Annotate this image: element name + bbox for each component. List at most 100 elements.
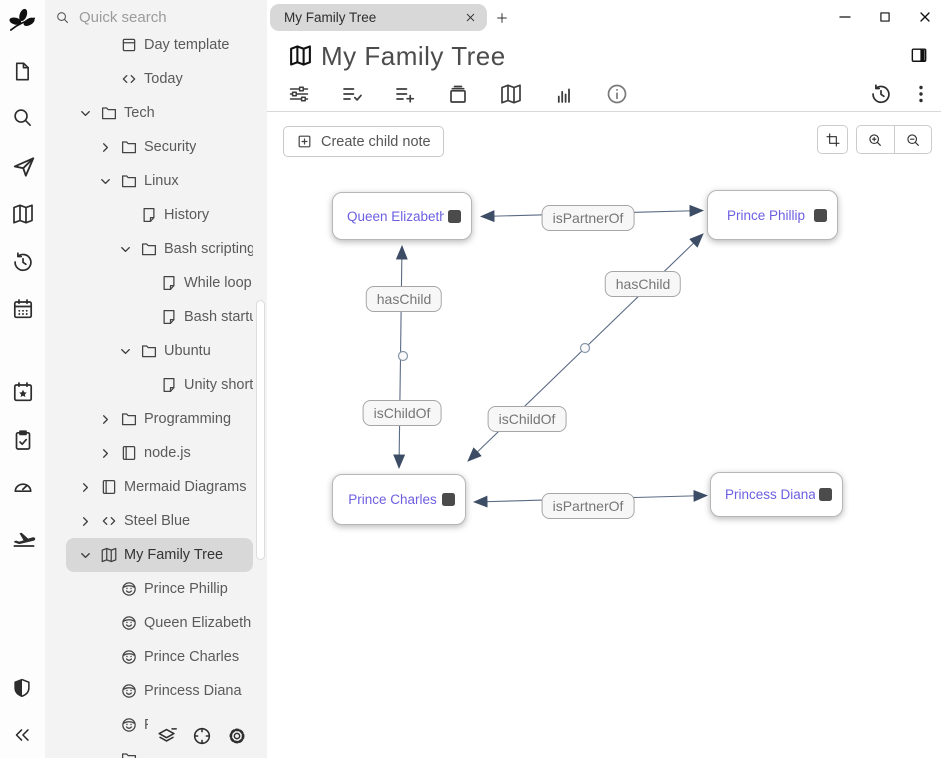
ribbon-right <box>869 82 933 106</box>
face-icon <box>120 614 138 632</box>
chevron-down-icon[interactable] <box>118 242 133 257</box>
chevron-down-icon[interactable] <box>118 344 133 359</box>
tab-close-icon[interactable] <box>464 11 477 24</box>
chevron-right-icon[interactable] <box>78 480 93 495</box>
scroll-to-active-note-icon[interactable] <box>191 725 213 747</box>
map-node-prince-phillip[interactable]: Prince Phillip <box>707 190 838 240</box>
node-link[interactable]: Princess Diana <box>725 487 815 502</box>
collapse-pane-icon[interactable] <box>11 724 33 746</box>
chevron-down-icon[interactable] <box>78 106 93 121</box>
tree-item-node-js[interactable]: node.js <box>86 436 253 470</box>
chevron-spacer <box>98 582 113 597</box>
edge-label-ischildof[interactable]: isChildOf <box>487 406 567 432</box>
zoom-out-button[interactable] <box>893 126 932 153</box>
chevron-right-icon[interactable] <box>98 140 113 155</box>
task-list-icon[interactable] <box>11 428 35 452</box>
split-pane-icon[interactable] <box>909 45 929 65</box>
tree-item-history[interactable]: History <box>106 198 253 232</box>
node-drag-handle[interactable] <box>819 488 832 501</box>
map-node-princess-diana[interactable]: Princess Diana <box>710 472 843 517</box>
chevron-right-icon[interactable] <box>78 514 93 529</box>
tree-item-prince-charles[interactable]: Prince Charles <box>86 640 253 674</box>
quick-search-input[interactable] <box>79 8 229 26</box>
maximize-button[interactable] <box>878 10 892 24</box>
search-icon[interactable] <box>11 106 34 129</box>
tree-item-linux[interactable]: Linux <box>86 164 253 198</box>
tree-item-queen-elizabeth[interactable]: Queen Elizabeth <box>86 606 253 640</box>
jump-to-note-icon[interactable] <box>11 154 37 180</box>
owned-attributes-icon[interactable] <box>340 82 364 106</box>
book-icon <box>100 478 118 496</box>
close-button[interactable] <box>917 9 933 25</box>
edge-label-ischildof[interactable]: isChildOf <box>362 400 442 426</box>
recent-changes-icon[interactable] <box>11 250 35 274</box>
note-revisions-icon[interactable] <box>869 82 893 106</box>
similar-notes-icon[interactable] <box>552 82 576 106</box>
node-link[interactable]: Queen Elizabeth II <box>347 208 444 224</box>
basic-properties-icon[interactable] <box>287 82 311 106</box>
edge-label-haschild[interactable]: hasChild <box>365 286 443 312</box>
note-map-icon[interactable] <box>11 202 35 226</box>
tree-item-unity-short[interactable]: Unity short <box>126 368 253 402</box>
note-info-icon[interactable] <box>605 82 629 106</box>
bookmarks-icon[interactable] <box>11 380 35 404</box>
reset-pan-zoom-button[interactable] <box>817 125 848 154</box>
chevron-right-icon[interactable] <box>98 412 113 427</box>
minimize-button[interactable] <box>837 9 853 25</box>
tree-item-programming[interactable]: Programming <box>86 402 253 436</box>
quick-search[interactable] <box>45 0 267 34</box>
new-note-icon[interactable] <box>11 60 34 83</box>
chevron-spacer <box>138 310 153 325</box>
tree-item-day-template[interactable]: Day template <box>86 28 253 62</box>
chevron-right-icon[interactable] <box>98 446 113 461</box>
tree-scrollbar[interactable] <box>256 300 265 560</box>
tree-item-label: Linux <box>144 173 179 189</box>
tree-item-ubuntu[interactable]: Ubuntu <box>106 334 253 368</box>
relation-map-canvas[interactable]: Create child note <box>267 112 941 758</box>
promoted-attributes-icon[interactable] <box>393 82 417 106</box>
calendar-icon[interactable] <box>11 297 35 321</box>
protected-session-icon[interactable] <box>11 677 33 699</box>
create-child-note-button[interactable]: Create child note <box>283 126 444 157</box>
edge-label-haschild[interactable]: hasChild <box>604 271 682 297</box>
tree-item-my-family-tree[interactable]: My Family Tree <box>66 538 253 572</box>
map-node-queen-elizabeth-ii[interactable]: Queen Elizabeth II <box>332 192 472 240</box>
node-drag-handle[interactable] <box>814 208 827 222</box>
settings-gear-icon[interactable] <box>226 725 248 747</box>
edge-label-ispartnerof[interactable]: isPartnerOf <box>541 493 635 519</box>
note-map-icon[interactable] <box>499 82 523 106</box>
note-tree-panel: Day templateTodayTechSecurityLinuxHistor… <box>45 0 267 758</box>
edge-midpoint-handle[interactable] <box>397 350 409 362</box>
node-drag-handle[interactable] <box>442 493 455 506</box>
dashboard-icon[interactable] <box>11 476 35 500</box>
note-paths-icon[interactable] <box>446 82 470 106</box>
tree-item-security[interactable]: Security <box>86 130 253 164</box>
tree-item-prince-phillip[interactable]: Prince Phillip <box>86 572 253 606</box>
map-node-prince-charles[interactable]: Prince Charles <box>332 474 466 525</box>
edge-midpoint-handle[interactable] <box>579 342 591 354</box>
chevron-spacer <box>98 684 113 699</box>
edge-label-ispartnerof[interactable]: isPartnerOf <box>541 205 635 231</box>
node-link[interactable]: Prince Phillip <box>726 207 806 223</box>
tree-item-while-loop[interactable]: While loop <box>126 266 253 300</box>
travel-icon[interactable] <box>11 525 37 551</box>
options-kebab-icon[interactable] <box>909 82 933 106</box>
tree-item-steel-blue[interactable]: Steel Blue <box>66 504 253 538</box>
new-tab-button[interactable] <box>495 11 509 25</box>
tree-item-label: Tech <box>124 105 155 121</box>
collapse-subtree-icon[interactable] <box>156 725 178 747</box>
page-title[interactable]: My Family Tree <box>321 41 506 71</box>
tree-item-mermaid-diagrams[interactable]: Mermaid Diagrams <box>66 470 253 504</box>
node-drag-handle[interactable] <box>448 209 461 223</box>
tab-my-family-tree[interactable]: My Family Tree <box>270 4 487 31</box>
tree-item-bash-scripting[interactable]: Bash scripting <box>106 232 253 266</box>
tree-item-today[interactable]: Today <box>86 62 253 96</box>
chevron-down-icon[interactable] <box>78 548 93 563</box>
chevron-down-icon[interactable] <box>98 174 113 189</box>
main-area: My Family Tree My Family Tree <box>267 0 941 758</box>
tree-item-bash-startu[interactable]: Bash startu <box>126 300 253 334</box>
chevron-spacer <box>138 378 153 393</box>
node-link[interactable]: Prince Charles <box>348 492 437 507</box>
tree-item-princess-diana[interactable]: Princess Diana <box>86 674 253 708</box>
tree-item-tech[interactable]: Tech <box>66 96 253 130</box>
